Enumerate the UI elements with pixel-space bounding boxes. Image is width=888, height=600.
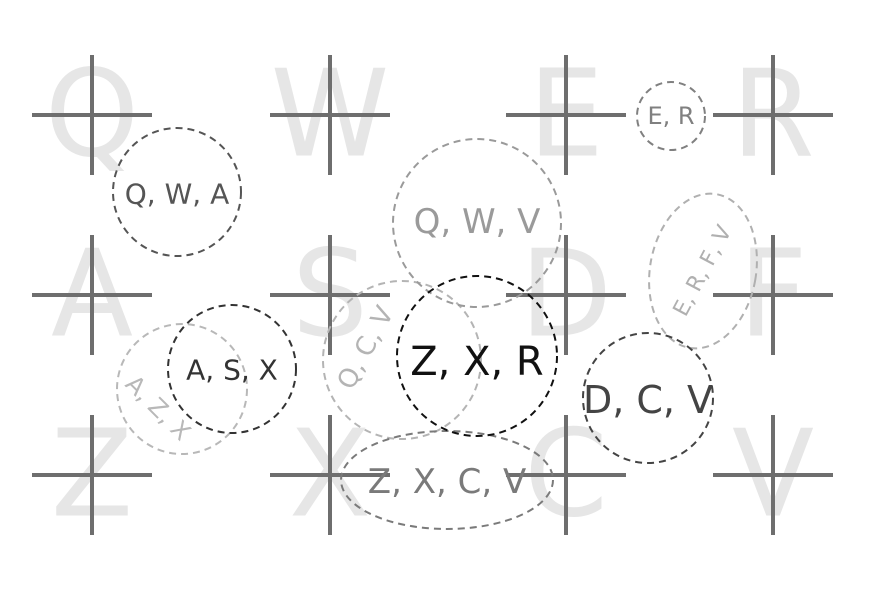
grid-crosshairs bbox=[32, 55, 833, 535]
crosshair-x bbox=[270, 415, 390, 535]
cluster-bubble-q-w-v: Q, W, V bbox=[392, 138, 562, 308]
bubble-outline bbox=[167, 304, 297, 434]
crosshair-f bbox=[713, 235, 833, 355]
cluster-bubble-a-z-x: A, Z, X bbox=[116, 323, 248, 455]
bubble-label: Z, X, C, V bbox=[368, 462, 526, 502]
crosshair-r bbox=[713, 55, 833, 175]
crosshair-s bbox=[270, 235, 390, 355]
cluster-bubble-d-c-v: D, C, V bbox=[582, 332, 714, 464]
cluster-bubble-a-s-x: A, S, X bbox=[167, 304, 297, 434]
bubble-outline bbox=[322, 280, 482, 440]
cluster-bubble-z-x-r: Z, X, R bbox=[396, 275, 558, 437]
cluster-bubble-q-w-a: Q, W, A bbox=[112, 127, 242, 257]
bubble-outline bbox=[582, 332, 714, 464]
bubble-label: E, R bbox=[647, 102, 694, 130]
bubble-label: A, S, X bbox=[186, 354, 278, 387]
bubble-outline bbox=[340, 430, 554, 530]
crosshair-q bbox=[32, 55, 152, 175]
bubble-outline bbox=[112, 127, 242, 257]
crosshair-v bbox=[713, 415, 833, 535]
bubble-label: D, C, V bbox=[583, 378, 713, 422]
bubble-outline bbox=[648, 192, 758, 350]
bubble-label: Q, W, V bbox=[414, 202, 541, 242]
cluster-bubble-z-x-c-v: Z, X, C, V bbox=[340, 430, 554, 530]
bubble-outline bbox=[116, 323, 248, 455]
crosshair-d bbox=[506, 235, 626, 355]
crosshair-z bbox=[32, 415, 152, 535]
bubble-outline bbox=[396, 275, 558, 437]
bubble-outline bbox=[636, 81, 706, 151]
crosshair-e bbox=[506, 55, 626, 175]
cluster-bubble-e-r: E, R bbox=[636, 81, 706, 151]
crosshair-w bbox=[270, 55, 390, 175]
cluster-bubbles: A, Z, X Q, C, V E, R, F, V Q, W, V Z, X,… bbox=[112, 81, 758, 530]
bubble-label: Q, W, A bbox=[125, 178, 229, 211]
bubble-label: E, R, F, V bbox=[669, 221, 737, 320]
crosshair-c bbox=[506, 415, 626, 535]
crosshair-a bbox=[32, 235, 152, 355]
bubble-outline bbox=[392, 138, 562, 308]
bubble-label: Z, X, R bbox=[410, 339, 543, 385]
